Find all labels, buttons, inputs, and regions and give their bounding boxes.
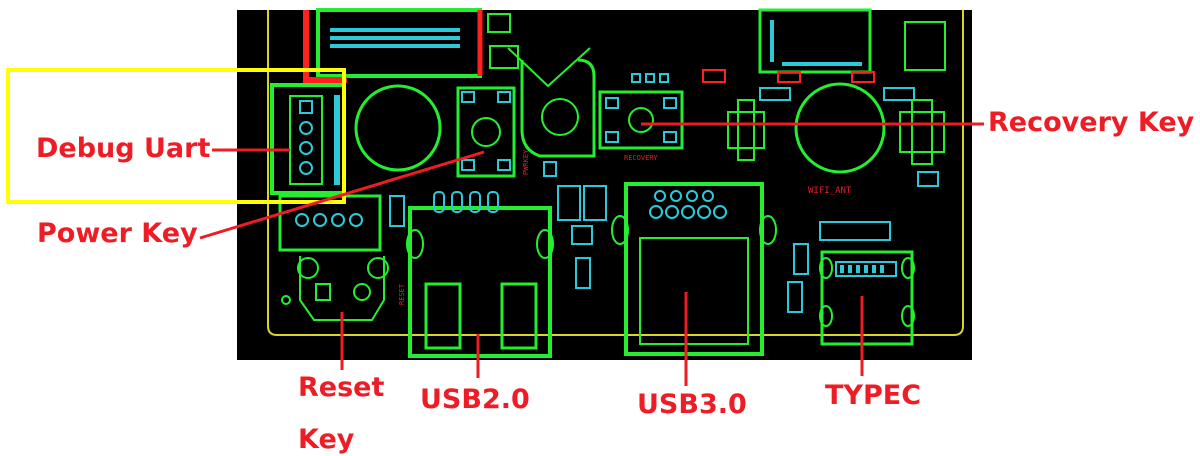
label-usb3: USB3.0	[637, 389, 747, 420]
debug-uart-highlight	[6, 68, 346, 204]
power-key-pointer	[199, 150, 485, 240]
label-typec: TYPEC	[825, 380, 922, 411]
label-power-key: Power Key	[37, 218, 198, 249]
cross-component-right	[899, 99, 945, 165]
label-usb2: USB2.0	[420, 384, 530, 415]
label-reset-key-line1: Reset	[298, 372, 385, 403]
small-components	[543, 73, 939, 313]
silk-wifi: WIFI_ANT	[808, 186, 852, 196]
callout-lines	[199, 122, 984, 386]
usb2-connector	[406, 191, 554, 358]
label-recovery-key: Recovery Key	[988, 107, 1195, 138]
top-right-chip	[702, 8, 946, 83]
label-reset-key-line2: Key	[298, 424, 355, 455]
board-outline	[267, 10, 964, 336]
recovery-key-footprint: RECOVERY	[598, 90, 684, 162]
silk-power: PWRKEY	[522, 149, 530, 175]
usb3-connector	[611, 182, 777, 356]
keyhole-pad	[520, 58, 596, 158]
right-round-pad	[794, 82, 886, 174]
cross-component-left	[727, 99, 765, 161]
silk-reset: RESET	[398, 283, 406, 305]
left-round-pad	[354, 84, 442, 172]
silk-recovery: RECOVERY	[624, 154, 659, 162]
power-key-footprint: PWRKEY	[456, 86, 530, 178]
label-debug-uart: Debug Uart	[36, 133, 211, 164]
typec-connector	[819, 250, 915, 346]
